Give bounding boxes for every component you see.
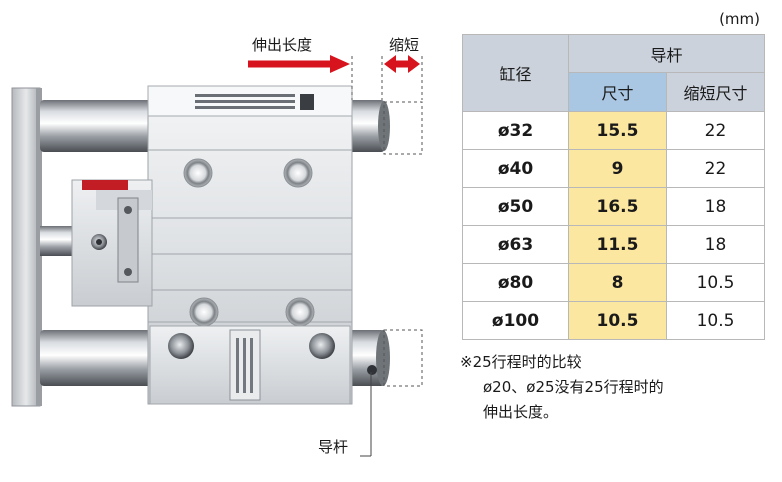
cell-bore: ø32 — [462, 111, 569, 150]
footnote-line: 伸出长度。 — [483, 403, 559, 421]
extension-outline-upper — [383, 101, 423, 155]
cell-size: 10.5 — [568, 301, 667, 340]
table-row: ø63 11.5 18 — [462, 225, 765, 264]
table-row: ø100 10.5 10.5 — [462, 301, 765, 340]
cell-size: 16.5 — [568, 187, 667, 226]
footnote-line: ø20、ø25没有25行程时的 — [483, 378, 664, 396]
footnote-line: ※25行程时的比较 — [460, 353, 582, 371]
cell-size: 15.5 — [568, 111, 667, 150]
header-shortened: 缩短尺寸 — [666, 72, 765, 112]
port-hole — [189, 297, 219, 327]
top-cover — [147, 85, 353, 117]
cell-size: 11.5 — [568, 225, 667, 264]
table-row: ø32 15.5 22 — [462, 111, 765, 150]
cell-shortened: 18 — [666, 187, 765, 226]
cell-shortened: 10.5 — [666, 301, 765, 340]
header-bore: 缸径 — [462, 34, 569, 112]
header-guide-rod: 导杆 — [568, 34, 765, 73]
clamp-bracket — [117, 197, 139, 283]
header-size: 尺寸 — [568, 72, 667, 112]
cell-bore: ø63 — [462, 225, 569, 264]
extension-outline-lower — [383, 329, 423, 387]
cell-shortened: 18 — [666, 225, 765, 264]
footnote: ※25行程时的比较 ø20、ø25没有25行程时的 伸出长度。 — [460, 350, 664, 425]
cylinder-illustration — [11, 55, 423, 457]
label-strip — [195, 94, 314, 110]
extension-label: 伸出长度 — [252, 36, 313, 54]
mounting-bolt — [168, 333, 194, 359]
cell-shortened: 22 — [666, 149, 765, 188]
table-row: ø40 9 22 — [462, 149, 765, 188]
retraction-label: 缩短 — [389, 36, 420, 54]
cell-bore: ø100 — [462, 301, 569, 340]
end-plate — [11, 87, 41, 407]
spec-table: 缸径 导杆 尺寸 缩短尺寸 ø32 15.5 22 ø40 9 22 ø50 1… — [462, 34, 765, 340]
cell-shortened: 22 — [666, 111, 765, 150]
cell-size: 8 — [568, 263, 667, 302]
cell-bore: ø50 — [462, 187, 569, 226]
cell-size: 9 — [568, 149, 667, 188]
guide-rod-label: 导杆 — [318, 438, 349, 456]
unit-label: (mm) — [719, 10, 760, 28]
table-row: ø80 8 10.5 — [462, 263, 765, 302]
cell-bore: ø80 — [462, 263, 569, 302]
port-hole — [283, 158, 313, 188]
port-hole — [183, 158, 213, 188]
table-row: ø50 16.5 18 — [462, 187, 765, 226]
cell-shortened: 10.5 — [666, 263, 765, 302]
mounting-bolt — [309, 333, 335, 359]
cell-bore: ø40 — [462, 149, 569, 188]
port-hole — [285, 297, 315, 327]
